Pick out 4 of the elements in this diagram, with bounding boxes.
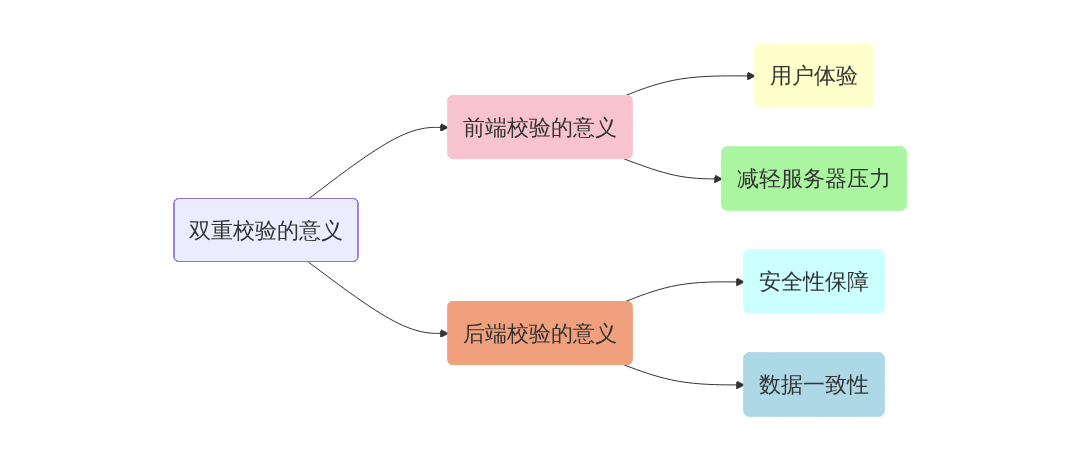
arrow — [307, 261, 449, 338]
arrow — [623, 158, 723, 183]
arrow — [307, 122, 449, 199]
arrow — [623, 364, 745, 389]
